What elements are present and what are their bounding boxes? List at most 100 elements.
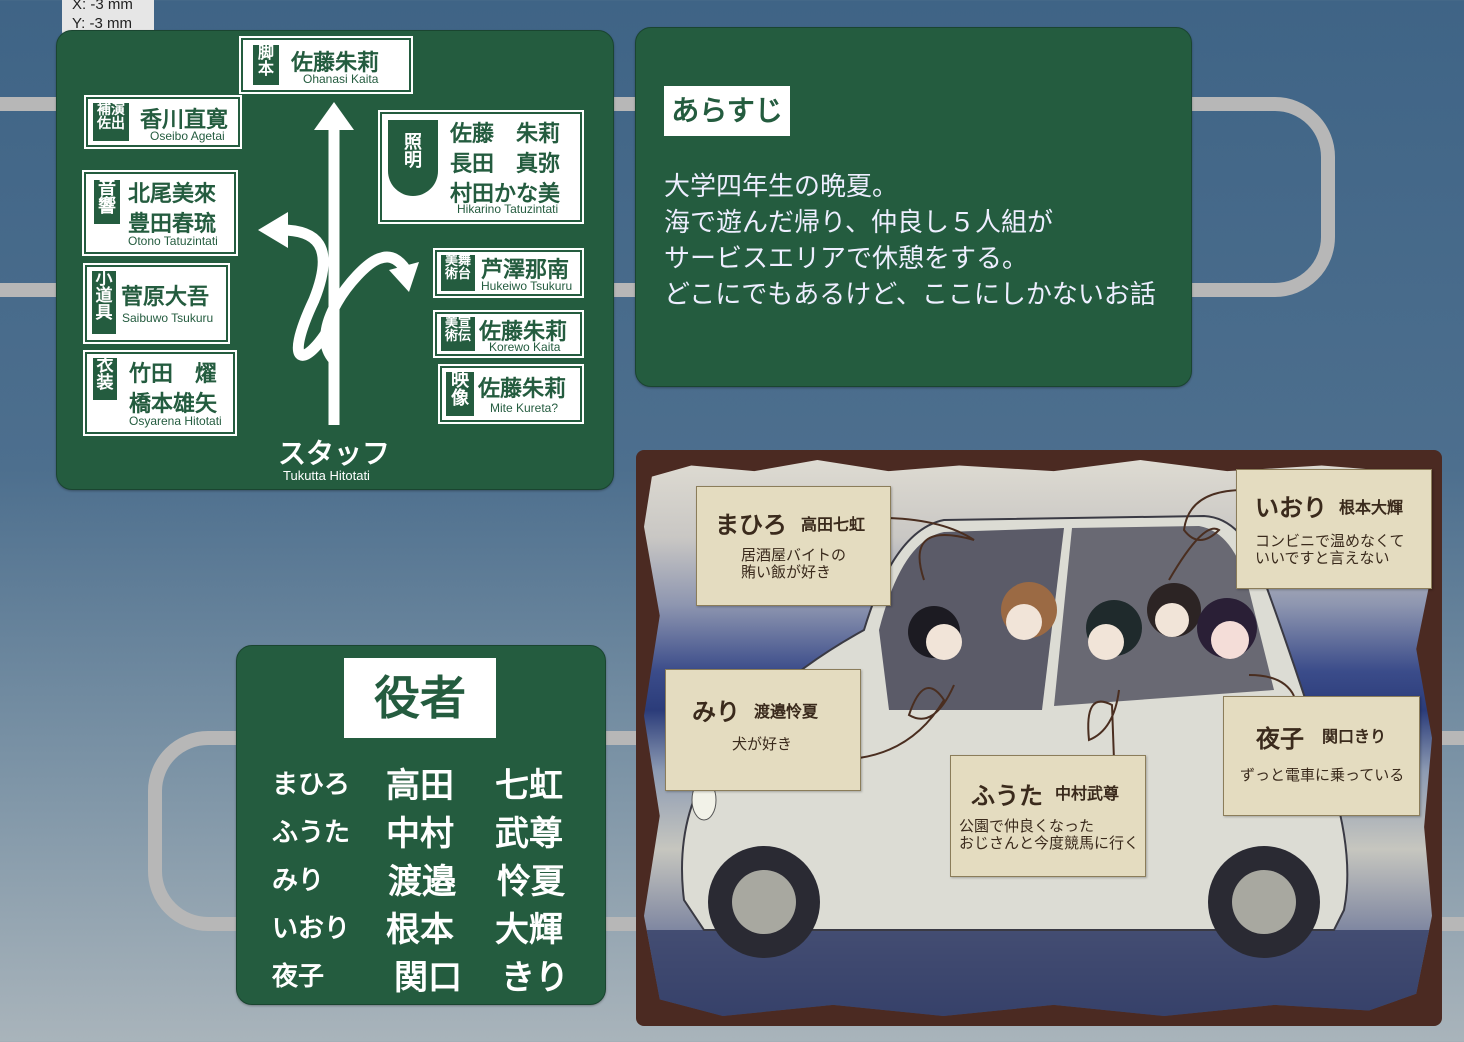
character-head-iori-face [1155, 603, 1189, 637]
cast-role: まひろ [272, 770, 351, 800]
staff-name: 佐藤朱莉 [478, 377, 567, 402]
character-head-yoruko-face [1211, 621, 1249, 659]
left-arrow-curve [280, 224, 339, 361]
connector-line [1168, 489, 1245, 581]
synopsis-line: どこにでもあるけど、ここにしかないお話 [664, 280, 1156, 310]
sign-assistant-director: 補演佐出 香川直寛 Oseibo Agetai [86, 97, 240, 147]
character-card-yoruko: 夜子 関口きり ずっと電車に乗っている [1223, 696, 1420, 816]
staff-romaji: Osyarena Hitotati [129, 414, 222, 428]
cast-role: ふうた [272, 818, 351, 848]
connector-line [1087, 689, 1120, 761]
coord-y: Y: -3 mm [72, 15, 133, 32]
character-card-miri: みり 渡邉怜夏 犬が好き [665, 669, 861, 791]
cast-family-name: 関口 [394, 958, 462, 998]
character-name: みり [692, 698, 740, 726]
cast-role: 夜子 [272, 962, 325, 992]
character-desc: いいですと言えない [1255, 549, 1390, 567]
staff-romaji: Oseibo Agetai [150, 129, 225, 143]
staff-romaji: Ohanasi Kaita [303, 72, 379, 86]
junction-arrows [258, 102, 419, 425]
car-rear-hubcap [1232, 870, 1296, 934]
role-tag: 衣装 [93, 358, 117, 400]
staff-name: 佐藤朱莉 [291, 51, 380, 76]
sign-stage-art: 美舞術台 芦澤那南 Hukeiwo Tsukuru [435, 250, 582, 296]
staff-romaji: Tukutta Hitotati [283, 468, 370, 483]
cast-family-name: 高田 [386, 766, 454, 806]
character-desc: コンビニで温めなくて [1255, 532, 1405, 550]
cast-given-name: 大輝 [495, 910, 563, 950]
sign-lighting: 照明 佐藤 朱莉 長田 真弥 村田かな美 Hikarino Tatuzintat… [380, 112, 582, 222]
character-card-futa: ふうた 中村武尊 公園で仲良くなった おじさんと今度競馬に行く [950, 755, 1146, 877]
character-name: いおり [1255, 494, 1327, 522]
staff-romaji: Hukeiwo Tsukuru [481, 279, 573, 293]
character-head-miri-face [1006, 604, 1042, 640]
character-actor: 関口きり [1322, 727, 1387, 746]
staff-romaji: Korewo Kaita [489, 340, 561, 354]
cast-given-name: 七虹 [495, 766, 563, 806]
sign-costume: 衣装 竹田 燿 橋本雄矢 Osyarena Hitotati [85, 352, 235, 434]
character-desc: 犬が好き [732, 735, 793, 753]
staff-name: 橋本雄矢 [129, 392, 218, 417]
role-tag: 小道具 [92, 271, 116, 334]
cast-given-name: 怜夏 [497, 862, 565, 902]
staff-title: スタッフ [278, 437, 391, 470]
staff-name: 菅原大吾 [121, 285, 210, 310]
left-arrowhead [258, 212, 288, 248]
character-name: ふうた [971, 782, 1043, 810]
character-actor: 根本大輝 [1339, 498, 1404, 517]
car-front-window [879, 528, 1064, 710]
synopsis-title: あらすじ [664, 86, 790, 136]
cast-family-name: 中村 [386, 814, 454, 854]
cast-family-name: 根本 [386, 910, 454, 950]
staff-romaji: Mite Kureta? [490, 401, 559, 415]
sign-script: 脚本 佐藤朱莉 Ohanasi Kaita [241, 38, 411, 92]
character-desc: おじさんと今度競馬に行く [959, 834, 1140, 852]
right-arrowhead [389, 262, 419, 292]
cast-given-name: 武尊 [495, 814, 563, 854]
character-actor: 高田七虹 [801, 515, 866, 534]
staff-name: 芦澤那南 [481, 258, 570, 283]
synopsis-line: 大学四年生の晩夏。 [664, 172, 899, 202]
character-card-mahiro: まひろ 高田七虹 居酒屋バイトの 賄い飯が好き [696, 486, 891, 606]
staff-name: 佐藤朱莉 [479, 320, 568, 345]
staff-name: 竹田 燿 [129, 362, 218, 387]
character-head-futa-face [1088, 624, 1124, 660]
role-tag: 映像 [446, 372, 474, 416]
synopsis-line: サービスエリアで休憩をする。 [664, 244, 1029, 274]
synopsis-line: 海で遊んだ帰り、仲良し５人組が [664, 208, 1053, 238]
sign-props: 小道具 菅原大吾 Saibuwo Tsukuru [85, 265, 228, 342]
character-name: まひろ [715, 511, 787, 539]
cast-role: みり [272, 866, 325, 896]
car-front-hubcap [732, 870, 796, 934]
sign-publicity-art: 美宣術伝 佐藤朱莉 Korewo Kaita [435, 312, 582, 356]
right-arrow-curve [320, 251, 411, 364]
coord-x: X: -3 mm [72, 0, 133, 13]
staff-romaji: Hikarino Tatuzintati [457, 202, 559, 216]
staff-romaji: Saibuwo Tsukuru [122, 311, 214, 325]
sign-sound: 音響 北尾美來 豊田春琉 Otono Tatuzintati [84, 172, 236, 254]
role-tag: 補演佐出 [93, 103, 129, 141]
character-desc: ずっと電車に乗っている [1240, 766, 1405, 784]
staff-romaji: Otono Tatuzintati [128, 234, 218, 248]
character-desc: 公園で仲良くなった [959, 817, 1095, 835]
role-tag: 美舞術台 [441, 255, 475, 291]
character-desc: 居酒屋バイトの [741, 546, 847, 564]
cast-family-name: 渡邉 [388, 862, 456, 902]
character-name: 夜子 [1256, 725, 1304, 753]
up-arrowhead [314, 102, 354, 130]
role-tag: 脚本 [253, 45, 279, 85]
staff-name: 豊田春琉 [128, 212, 217, 237]
sign-video: 映像 佐藤朱莉 Mite Kureta? [440, 366, 582, 422]
character-actor: 中村武尊 [1055, 784, 1120, 803]
connector-line [888, 517, 975, 581]
staff-name: 佐藤 朱莉 [450, 122, 561, 147]
role-tag: 音響 [94, 180, 120, 224]
staff-name: 村田かな美 [450, 182, 561, 207]
connector-line [1248, 674, 1295, 697]
role-tag: 照明 [388, 120, 438, 196]
staff-name: 長田 真弥 [450, 152, 561, 177]
cast-role: いおり [272, 914, 351, 944]
cast-given-name: きり [501, 958, 569, 998]
character-actor: 渡邉怜夏 [754, 702, 819, 721]
staff-name: 北尾美來 [128, 182, 217, 207]
